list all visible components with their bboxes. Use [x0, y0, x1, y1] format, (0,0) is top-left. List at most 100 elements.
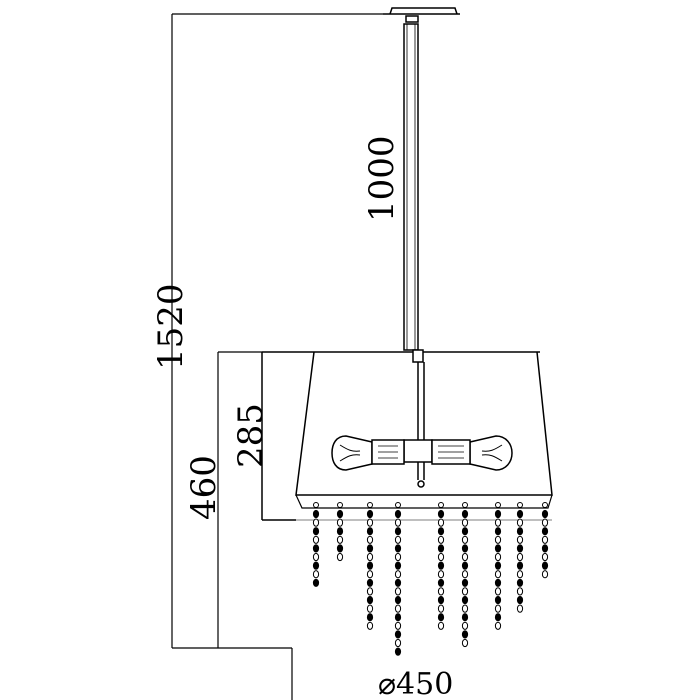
- bead: [394, 509, 402, 519]
- bead: [394, 535, 402, 544]
- bead: [494, 595, 502, 605]
- bead: [494, 535, 502, 544]
- bead: [437, 527, 445, 536]
- bead: [541, 535, 549, 544]
- bead: [541, 552, 549, 562]
- bead: [336, 552, 344, 562]
- bead: [461, 587, 469, 596]
- bead: [437, 570, 445, 579]
- bead: [516, 518, 524, 527]
- bead-strand-hook: [367, 502, 373, 508]
- bead: [366, 570, 374, 579]
- bead: [312, 509, 320, 519]
- dim-rod-length-label: 1000: [362, 135, 402, 222]
- bead: [366, 509, 374, 519]
- bead: [437, 604, 445, 613]
- bead: [461, 544, 469, 553]
- bead: [366, 518, 374, 527]
- bead: [366, 587, 374, 596]
- bead-strand: [437, 502, 445, 630]
- bead: [494, 621, 502, 630]
- bead: [461, 570, 469, 579]
- bead: [394, 621, 402, 630]
- bead: [494, 604, 502, 613]
- bead: [494, 544, 502, 553]
- bead: [394, 570, 402, 579]
- bead: [494, 552, 502, 562]
- bead: [336, 527, 344, 536]
- bead: [366, 613, 374, 622]
- bead: [494, 561, 502, 570]
- bead: [437, 613, 445, 622]
- bead: [312, 578, 320, 587]
- left-bulb: [331, 435, 405, 471]
- bead: [541, 570, 549, 579]
- bead: [394, 527, 402, 536]
- bead: [516, 570, 524, 579]
- bead: [366, 595, 374, 605]
- bead-strand: [541, 502, 549, 579]
- bead-strand: [366, 502, 374, 630]
- bead: [516, 509, 524, 519]
- bead-strand: [394, 502, 402, 656]
- bead: [312, 535, 320, 544]
- bead: [394, 647, 402, 656]
- bead: [461, 552, 469, 562]
- bead-strand: [312, 502, 320, 587]
- dim-total-height-label: 1520: [151, 283, 191, 370]
- bead: [516, 604, 524, 613]
- bead: [494, 578, 502, 587]
- bead: [336, 518, 344, 527]
- bead-strand: [494, 502, 502, 630]
- dim-shade-height-label: 285: [231, 403, 271, 468]
- bead: [437, 518, 445, 527]
- bead: [437, 587, 445, 596]
- dim-lamp-height-label: 460: [184, 455, 224, 520]
- bead: [461, 561, 469, 570]
- bead: [494, 587, 502, 596]
- bead: [461, 595, 469, 605]
- bead: [437, 595, 445, 605]
- dim-total-height: [171, 13, 383, 700]
- bead: [437, 561, 445, 570]
- bead: [394, 552, 402, 562]
- bead: [366, 604, 374, 613]
- bead-strand-hook: [337, 502, 343, 508]
- bead: [461, 518, 469, 527]
- bead: [541, 509, 549, 519]
- bead: [394, 587, 402, 596]
- bead: [437, 509, 445, 519]
- bead: [312, 518, 320, 527]
- bead: [516, 595, 524, 605]
- bead-strand-hook: [542, 502, 548, 508]
- bead: [394, 604, 402, 613]
- bead: [516, 561, 524, 570]
- bead: [516, 527, 524, 536]
- bead: [516, 587, 524, 596]
- bead: [461, 630, 469, 639]
- bead: [394, 613, 402, 622]
- bead: [516, 544, 524, 553]
- bead: [461, 613, 469, 622]
- bead: [336, 544, 344, 553]
- bead: [494, 518, 502, 527]
- bead: [494, 509, 502, 519]
- bead: [366, 535, 374, 544]
- bead: [516, 578, 524, 587]
- bead-strand-hook: [438, 502, 444, 508]
- bead: [541, 544, 549, 553]
- dim-diameter-label: ⌀450: [378, 667, 453, 700]
- bead: [494, 527, 502, 536]
- bead: [366, 578, 374, 587]
- bead: [494, 613, 502, 622]
- bead: [312, 544, 320, 553]
- bead: [394, 638, 402, 648]
- bead-strand: [336, 502, 344, 562]
- bead: [312, 527, 320, 536]
- bead: [394, 630, 402, 639]
- lamp-shade: [261, 351, 553, 521]
- ceiling-canopy: [383, 7, 460, 23]
- bead-strands: [312, 502, 549, 656]
- bead: [461, 535, 469, 544]
